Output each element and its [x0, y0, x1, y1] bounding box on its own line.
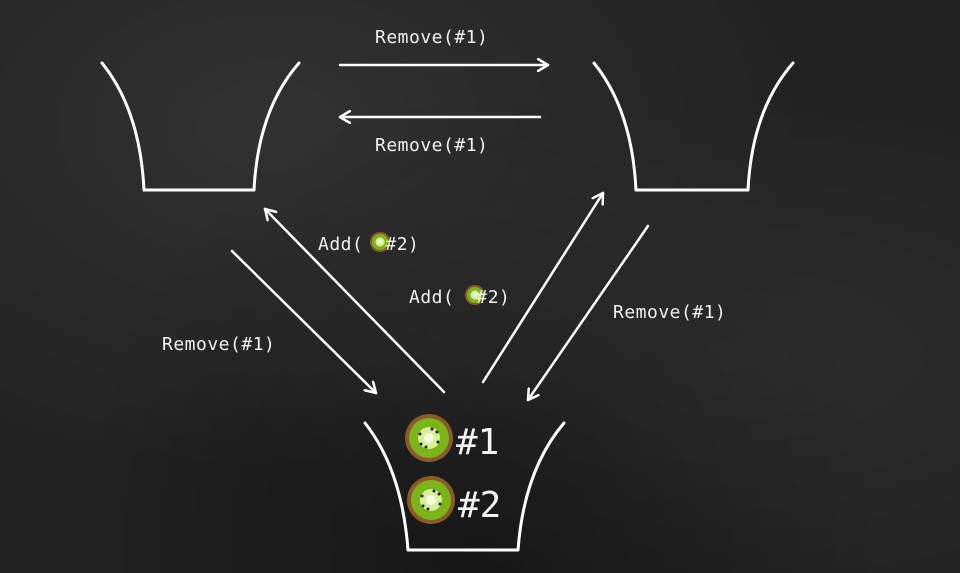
- bucket-top-right: [592, 61, 795, 192]
- kiwi-icon: [370, 232, 390, 252]
- arrow-bottom-up-left: [263, 207, 446, 394]
- label-add-bottom-up-left: Add( #2): [318, 236, 419, 254]
- arrow-right-down: [526, 224, 650, 402]
- label-add-suffix: #2): [476, 287, 511, 308]
- label-add-suffix: #2): [385, 234, 420, 255]
- kiwi-icon: [405, 414, 453, 462]
- bucket-item-id: #1: [456, 422, 500, 463]
- label-add-bottom-up-right: Add( #2): [409, 289, 510, 307]
- label-add-prefix: Add(: [318, 234, 364, 255]
- arrow-bottom-up-right: [481, 191, 605, 384]
- arrow-left-down: [230, 249, 378, 395]
- label-add-prefix: Add(: [409, 287, 455, 308]
- label-remove-left-down: Remove(#1): [162, 334, 276, 355]
- bucket-top-left: [100, 61, 301, 192]
- label-remove-top-left: Remove(#1): [375, 135, 489, 156]
- kiwi-icon: [407, 476, 455, 524]
- label-remove-right-down: Remove(#1): [613, 302, 727, 323]
- kiwi-icon: [465, 285, 485, 305]
- bucket-bottom: [363, 421, 566, 552]
- label-remove-top-right: Remove(#1): [375, 27, 489, 48]
- bucket-item-id: #2: [458, 485, 502, 526]
